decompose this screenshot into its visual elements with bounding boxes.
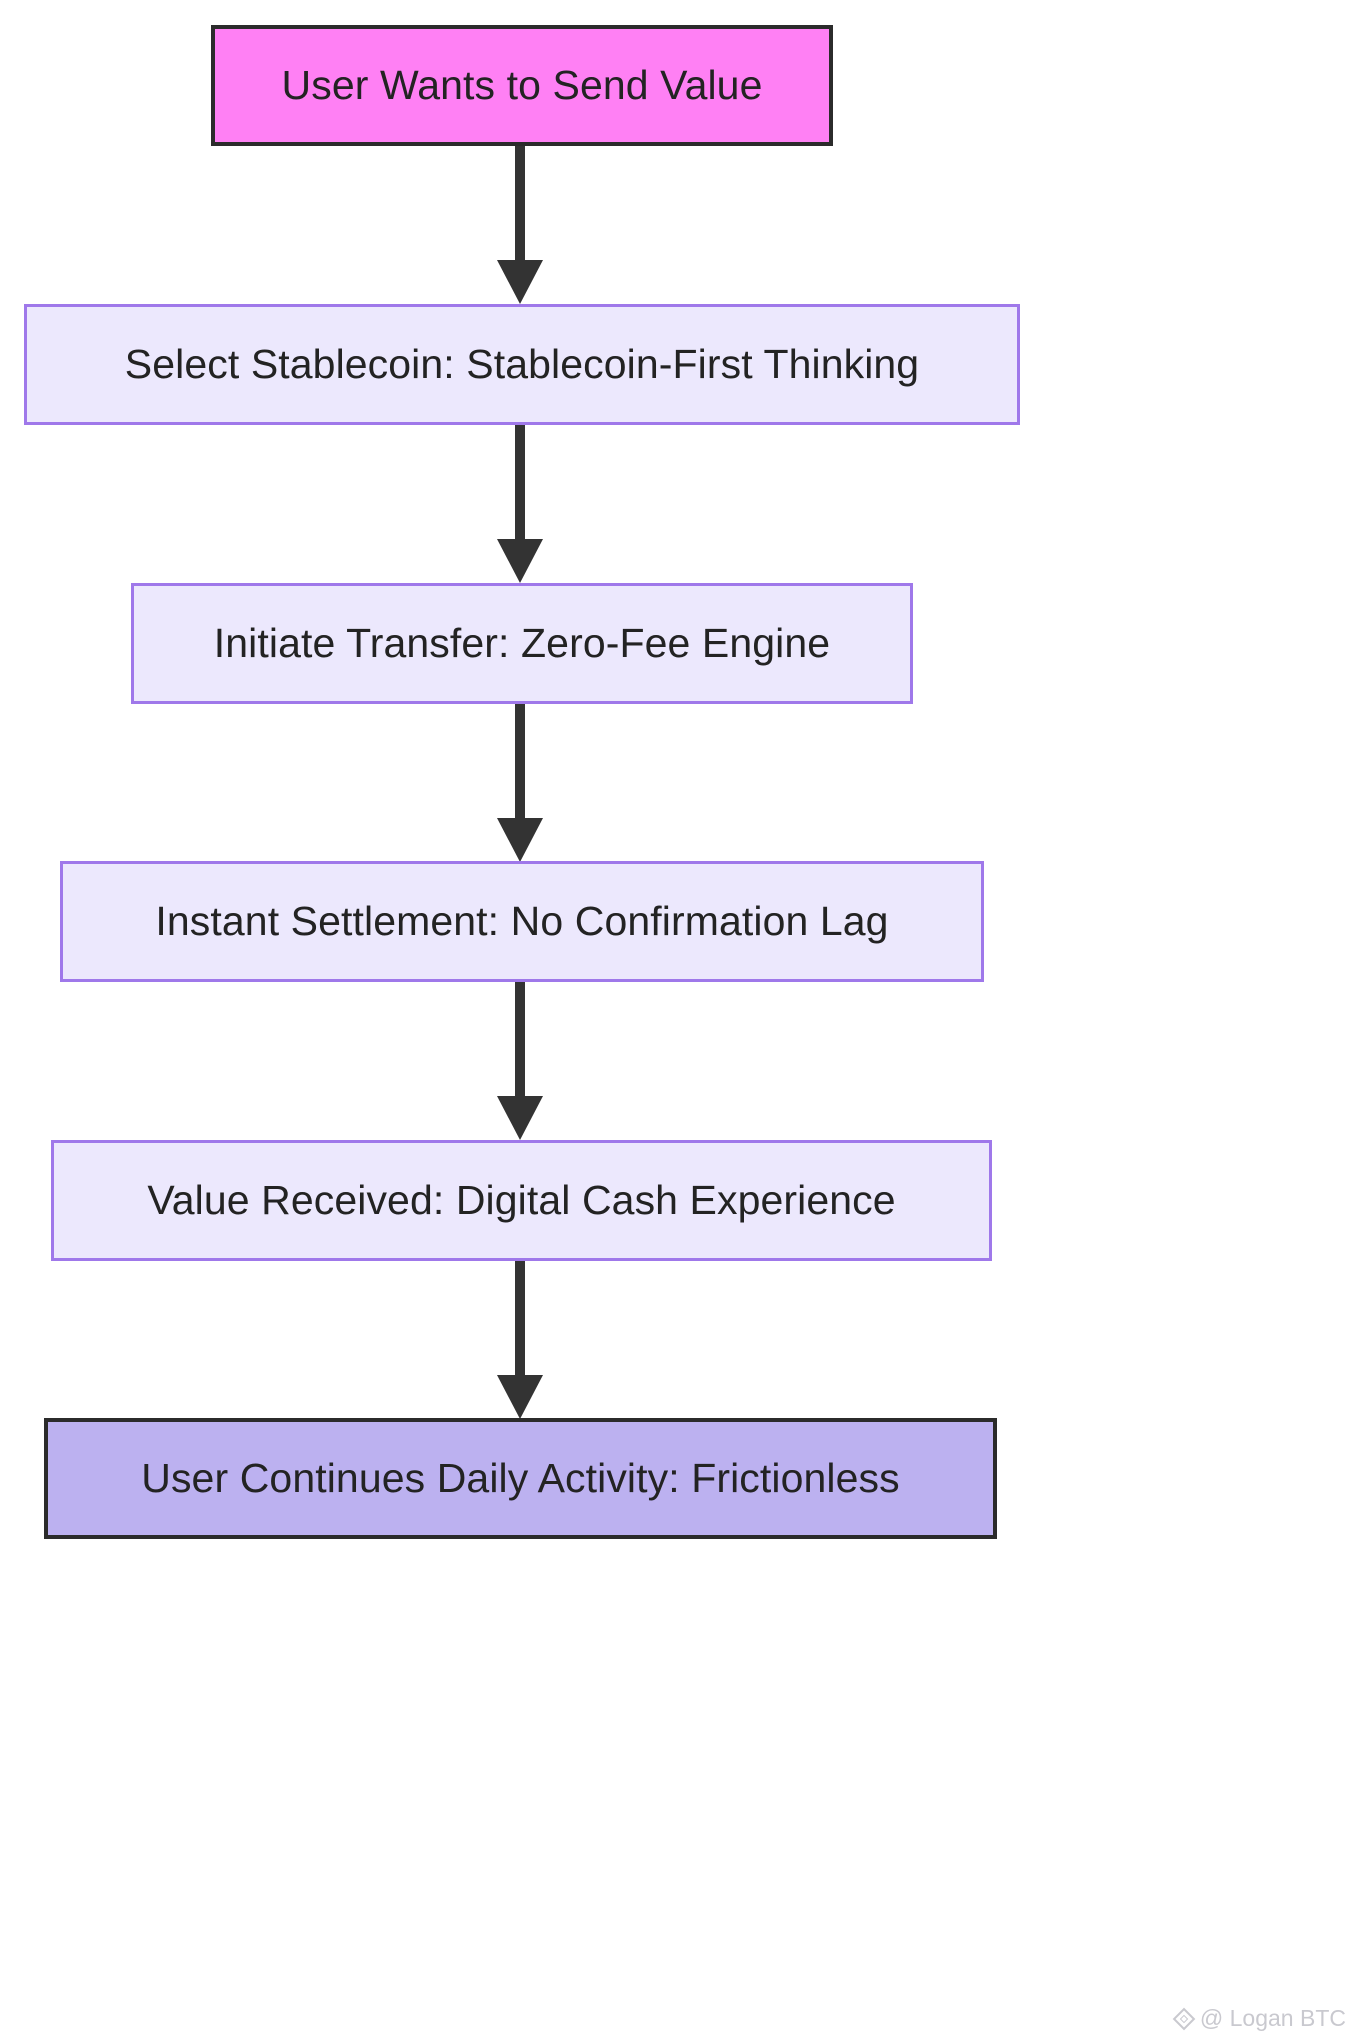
flow-node-label: Select Stablecoin: Stablecoin-First Thin… (124, 340, 920, 387)
flow-node-value-received[interactable]: Value Received: Digital Cash Experience (51, 1140, 992, 1261)
watermark-text: @ Logan BTC (1199, 2005, 1346, 2031)
flow-edge-value-to-continue (515, 1261, 525, 1379)
flow-arrowhead-icon (497, 539, 543, 583)
flow-node-label: User Wants to Send Value (281, 61, 763, 108)
flow-arrowhead-icon (497, 1096, 543, 1140)
watermark: @ Logan BTC (1176, 2005, 1346, 2032)
flow-edge-instant-to-value (515, 982, 525, 1100)
flow-edge-select-to-initiate (515, 425, 525, 543)
flow-edge-initiate-to-instant (515, 704, 525, 822)
diamond-logo-icon (1176, 2010, 1193, 2027)
flow-arrowhead-icon (497, 818, 543, 862)
flow-node-user-continues-daily-activity[interactable]: User Continues Daily Activity: Frictionl… (44, 1418, 997, 1539)
flow-arrowhead-icon (497, 1375, 543, 1419)
flow-node-label: Instant Settlement: No Confirmation Lag (155, 897, 889, 944)
flow-node-initiate-transfer[interactable]: Initiate Transfer: Zero-Fee Engine (131, 583, 913, 704)
flow-node-select-stablecoin[interactable]: Select Stablecoin: Stablecoin-First Thin… (24, 304, 1020, 425)
flow-node-label: User Continues Daily Activity: Frictionl… (141, 1454, 900, 1501)
flow-node-label: Initiate Transfer: Zero-Fee Engine (213, 619, 831, 666)
flow-arrowhead-icon (497, 260, 543, 304)
flow-node-instant-settlement[interactable]: Instant Settlement: No Confirmation Lag (60, 861, 984, 982)
flow-node-label: Value Received: Digital Cash Experience (147, 1176, 896, 1223)
flow-node-user-wants-to-send-value[interactable]: User Wants to Send Value (211, 25, 833, 146)
flow-edge-start-to-select (515, 146, 525, 264)
